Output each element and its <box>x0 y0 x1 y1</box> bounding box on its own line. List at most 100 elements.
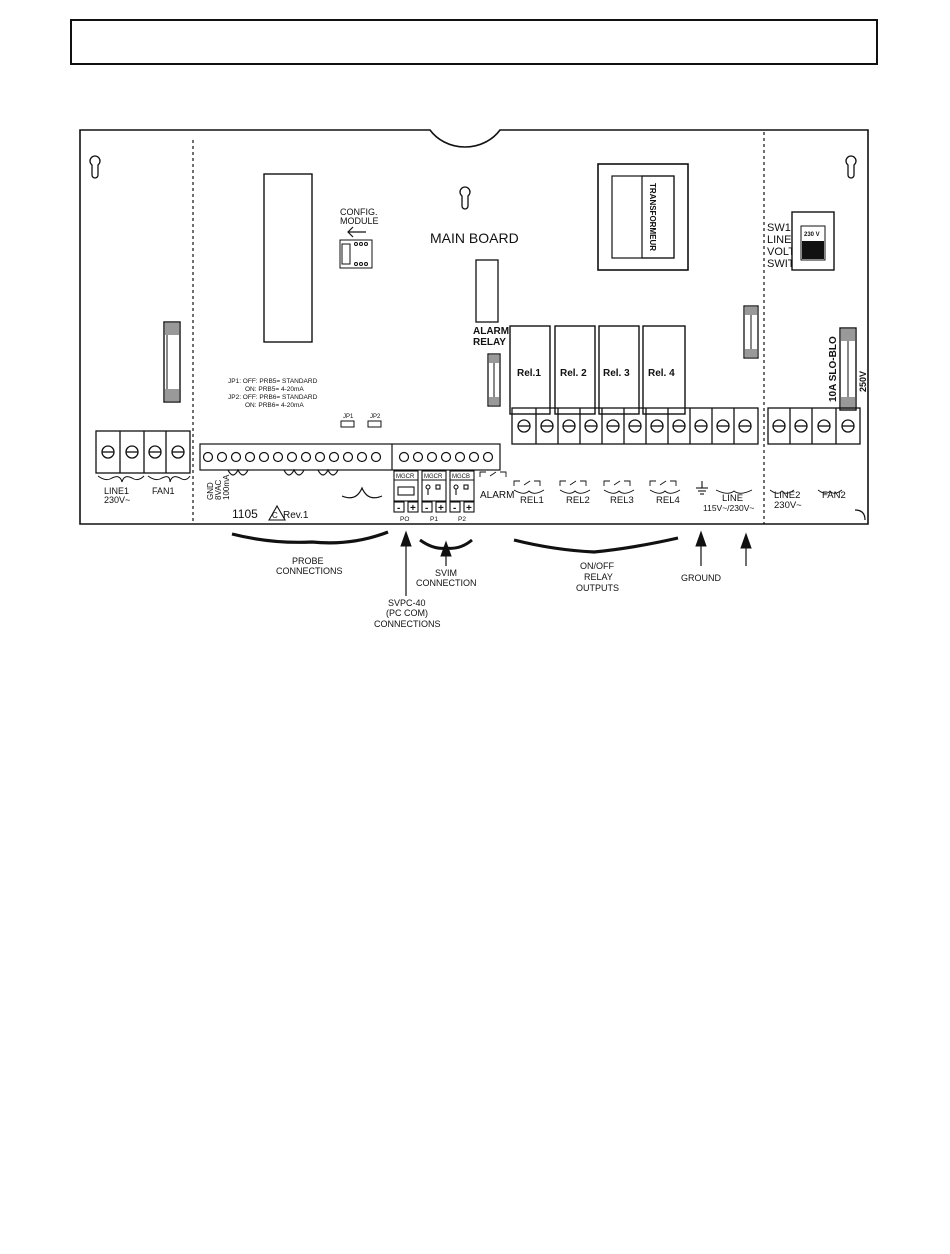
header-box <box>70 19 878 65</box>
relay-2 <box>554 325 596 415</box>
mgcr-label-1: MGCR <box>396 474 415 480</box>
svg-text:-: - <box>425 503 428 514</box>
relay-3 <box>598 325 640 415</box>
port-label-po: PO <box>400 516 409 523</box>
fuse-right <box>839 327 857 411</box>
svpc-callout-arrow <box>400 530 412 596</box>
alarm-fuse <box>487 353 501 407</box>
voltage-switch-window <box>800 225 826 261</box>
transformer-housing <box>597 163 689 271</box>
relay-callout-2: RELAY <box>584 572 613 582</box>
svg-text:+: + <box>410 503 416 514</box>
jp1-jumper <box>340 420 355 428</box>
rel3-terminal-label: REL3 <box>610 495 634 506</box>
jumper-note-1: JP1: OFF: PRB5= STANDARD <box>228 378 318 385</box>
svim-callout-2: CONNECTION <box>416 578 477 588</box>
probe-callout-1: PROBE <box>292 556 324 566</box>
fan1-bracket <box>147 475 191 483</box>
port-label-p1: P1 <box>430 516 438 523</box>
voltage-switch-value: 230 V <box>804 232 820 238</box>
svim-callout-1: SVIM <box>435 568 457 578</box>
relay-1-label: Rel.1 <box>517 368 541 379</box>
rel1-terminal-label: REL1 <box>520 495 544 506</box>
rel2-terminal-label: REL2 <box>566 495 590 506</box>
config-chip <box>263 173 313 343</box>
relay-4 <box>642 325 686 415</box>
line-terminal-label: LINE <box>722 493 743 504</box>
transformer-coil <box>641 175 675 259</box>
fuse-voltage-label: 250V <box>858 371 868 392</box>
line2-terminal-label: LINE2 <box>774 490 800 501</box>
config-connector <box>339 239 373 269</box>
revision-mark: C <box>272 511 278 520</box>
power-label-8vac: 8VAC <box>214 479 223 500</box>
probe-callout-brace <box>231 530 389 545</box>
relay-2-label: Rel. 2 <box>560 368 587 379</box>
power-label-gnd: GND <box>206 482 215 500</box>
relay-4-label: Rel. 4 <box>648 368 675 379</box>
arrow-left-icon <box>347 226 366 238</box>
fan1-label: FAN1 <box>152 486 175 496</box>
jp2-jumper <box>367 420 382 428</box>
rel4-terminal-label: REL4 <box>656 495 680 506</box>
ground-callout: GROUND <box>681 573 721 583</box>
svim-callout-arrow <box>440 540 452 566</box>
relay-callout-brace <box>513 536 679 554</box>
line2-voltage-label: 230V~ <box>774 500 802 511</box>
jp1-label: JP1 <box>343 414 354 420</box>
ground-callout-arrow <box>695 530 707 566</box>
relay-contact-icons <box>479 471 843 494</box>
main-board-title: MAIN BOARD <box>430 230 519 246</box>
svpc-callout-2: (PC COM) <box>386 608 428 618</box>
switch-label-2: LINE <box>767 234 791 246</box>
transformer-label: TRANSFORMEUR <box>648 183 657 251</box>
jumper-note-2: ON: PRB5= 4-20mA <box>245 386 304 393</box>
mgcr-label-2: MGCR <box>424 474 443 480</box>
probe-callout-2: CONNECTIONS <box>276 566 343 576</box>
mgcr-connectors <box>393 470 475 513</box>
jumper-note-4: ON: PRB6= 4-20mA <box>245 402 304 409</box>
fuse-left <box>163 321 181 403</box>
line-voltage-label: 115V~/230V~ <box>703 503 754 513</box>
polarity-icons: -+ -+ -+ <box>397 503 472 514</box>
alarm-relay-label-2: RELAY <box>473 337 506 348</box>
revision-label: Rev.1 <box>283 510 309 521</box>
port-label-p2: P2 <box>458 516 466 523</box>
revision-triangle-icon <box>268 504 286 521</box>
board-corner-notch <box>854 509 866 521</box>
ground-icon <box>696 481 708 495</box>
svg-text:+: + <box>466 503 472 514</box>
transformer-core <box>611 175 675 259</box>
svg-text:-: - <box>453 503 456 514</box>
fan2-terminal-label: FAN2 <box>822 490 846 501</box>
jumper-note-3: JP2: OFF: PRB6= STANDARD <box>228 394 318 401</box>
power-label-100ma: 100mA <box>222 474 231 500</box>
terminal-block-line2-fan2 <box>767 407 861 445</box>
keyhole-icon <box>89 155 857 210</box>
alarm-relay-body <box>475 259 499 323</box>
model-number: 1105 <box>232 507 258 521</box>
line-callout-arrow <box>740 532 752 566</box>
svg-text:-: - <box>397 503 400 514</box>
relay-3-label: Rel. 3 <box>603 368 630 379</box>
relay-callout-1: ON/OFF <box>580 561 614 571</box>
line1-bracket <box>97 475 145 483</box>
relay-1 <box>509 325 551 415</box>
jp2-label: JP2 <box>370 414 381 420</box>
alarm-relay-label-1: ALARM <box>473 326 509 337</box>
fuse-middle <box>743 305 759 359</box>
config-module-label-1: CONFIG. <box>340 207 378 217</box>
relay-callout-3: OUTPUTS <box>576 583 619 593</box>
voltage-switch-slider <box>802 241 824 259</box>
fuse-rating-label: 10A SLO-BLO <box>828 336 839 402</box>
switch-label-1: SW1 <box>767 222 791 234</box>
svg-text:+: + <box>438 503 444 514</box>
alarm-terminal-label: ALARM <box>480 490 514 501</box>
line1-voltage-label: 230V~ <box>104 495 130 505</box>
line1-label: LINE1 <box>104 486 129 496</box>
config-module-label-2: MODULE <box>340 216 379 226</box>
terminal-block-relays <box>511 407 759 445</box>
mgcb-label: MGCB <box>452 474 470 480</box>
terminal-block-line1-fan1 <box>95 430 191 474</box>
